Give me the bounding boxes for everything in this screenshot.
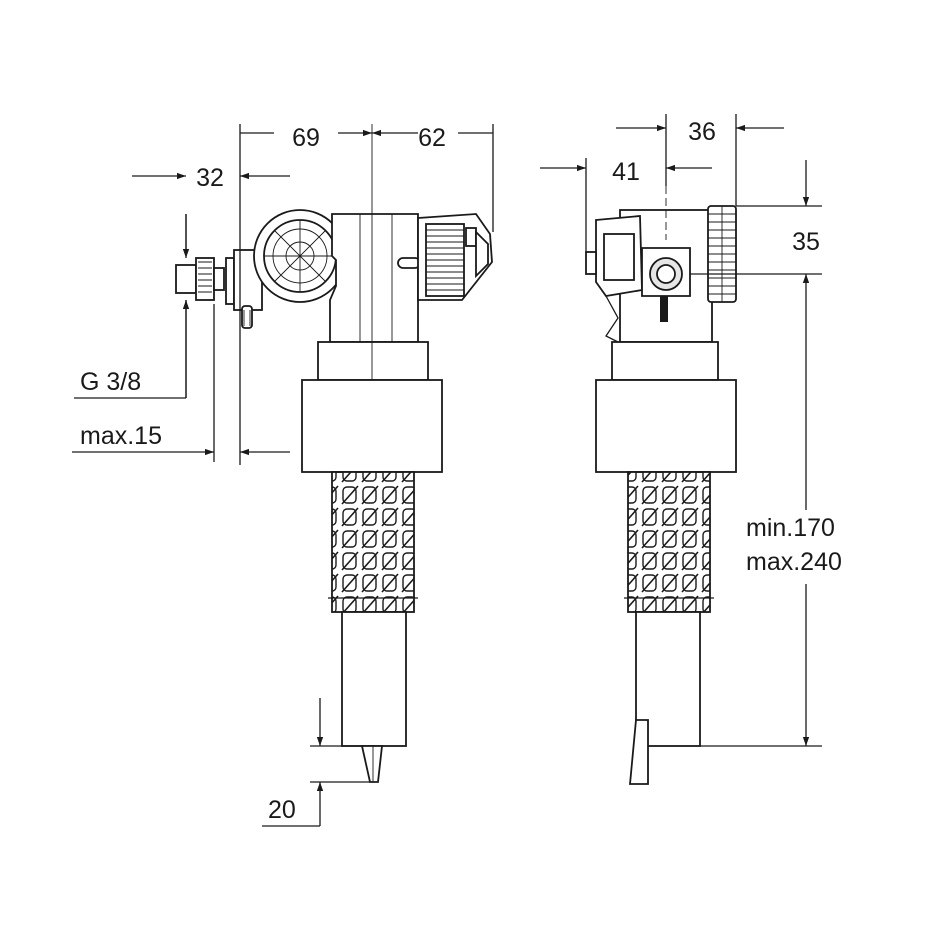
side-collar	[611, 341, 719, 381]
dim-width-right-label: 62	[418, 124, 446, 152]
side-pipe-tip	[629, 719, 649, 785]
side-view-dimensions: 36 41 35 min.170 max.240	[540, 114, 842, 747]
height-min-label: min.170	[746, 514, 835, 542]
float-actuator	[417, 213, 493, 301]
riser-pipe	[341, 611, 407, 747]
front-view	[175, 124, 493, 783]
thread-size-label: G 3/8	[80, 368, 141, 396]
pipe-tip	[360, 745, 384, 783]
locking-nut	[301, 379, 443, 473]
wall-thickness-label: max.15	[80, 422, 162, 450]
side-locking-nut	[595, 379, 737, 473]
dim-width-left-label: 69	[292, 124, 320, 152]
filter-mesh	[328, 471, 418, 613]
tip-length-label: 20	[268, 796, 296, 824]
dim-inlet-offset-label: 32	[196, 164, 224, 192]
height-max-label: max.240	[746, 548, 842, 576]
side-head	[585, 186, 737, 343]
front-view-dimensions: 69 62 32 G 3/8 max.15 20	[72, 124, 494, 827]
valve-body	[329, 213, 421, 343]
collar	[317, 341, 429, 381]
valve-housing	[253, 209, 347, 303]
dim-top-label: 36	[688, 118, 716, 146]
inlet-fitting	[175, 249, 263, 329]
dim-depth-label: 41	[612, 158, 640, 186]
side-view	[585, 186, 737, 785]
side-filter-mesh	[624, 471, 714, 613]
dim-height-small-label: 35	[792, 228, 820, 256]
